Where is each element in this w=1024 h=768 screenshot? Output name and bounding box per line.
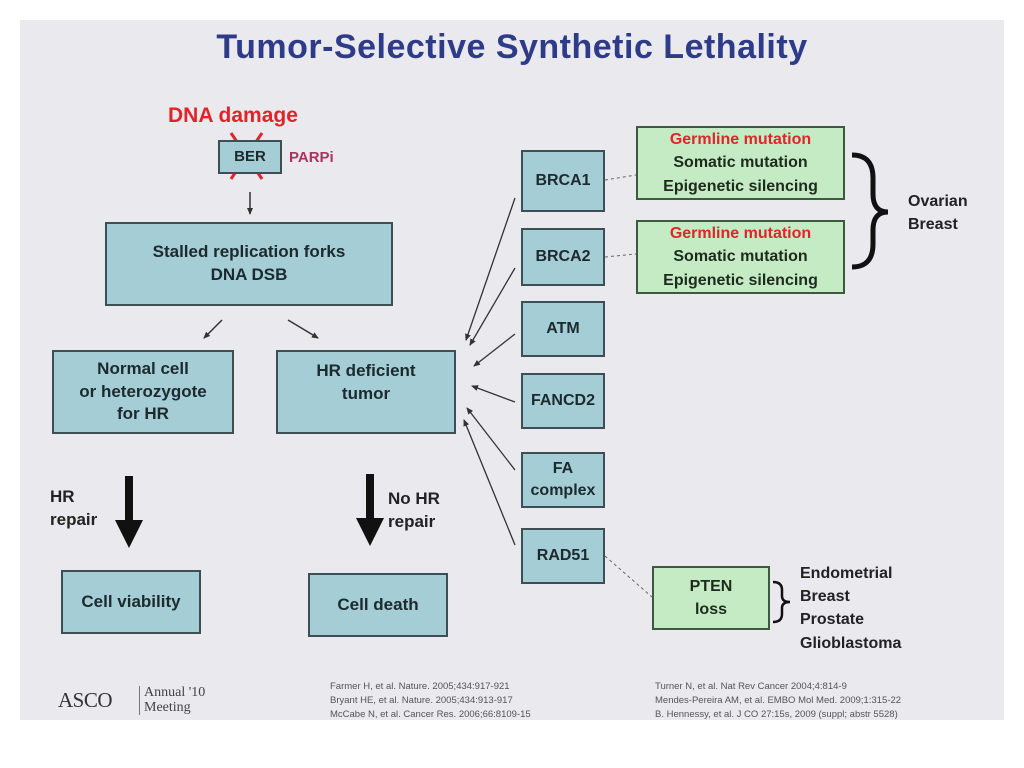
- ref-left-3: McCabe N, et al. Cancer Res. 2006;66:810…: [330, 708, 531, 720]
- arrow-fa-to-tumor: [466, 407, 516, 471]
- cell-death-label: Cell death: [337, 594, 419, 614]
- stalled-line-1: Stalled replication forks: [152, 242, 346, 262]
- hr-repair-line-2: repair: [50, 509, 98, 529]
- hr-deficient-tumor-box: HR deficient tumor: [276, 350, 456, 434]
- ref-left-2: Bryant HE, et al. Nature. 2005;434:913-9…: [330, 694, 513, 706]
- pten-loss-box: PTEN loss: [652, 566, 770, 630]
- dotted-brca1-mutation: [604, 174, 637, 181]
- mutation-box-brca2: Germline mutation Somatic mutation Epige…: [636, 220, 845, 294]
- gene-box-atm: ATM: [521, 301, 605, 357]
- cancer-prostate: Prostate: [800, 611, 865, 629]
- gene-box-fa-complex: FA complex: [521, 452, 605, 508]
- arrow-brca2-to-tumor: [469, 267, 516, 346]
- thick-arrow-hr-repair: [115, 476, 143, 548]
- annual-meeting-line-2: Meeting: [144, 699, 191, 715]
- cancer-glioblastoma: Glioblastoma: [800, 634, 902, 652]
- mutation2-somatic: Somatic mutation: [673, 248, 808, 266]
- arrow-stalled-to-tumor: [287, 319, 319, 339]
- gene-box-brca1: BRCA1: [521, 150, 605, 212]
- normal-line-3: for HR: [117, 404, 169, 424]
- no-hr-repair-label: No HR repair: [388, 488, 440, 534]
- cancer-ovarian: Ovarian: [908, 193, 968, 210]
- pten-line-2: loss: [694, 601, 727, 618]
- dotted-rad51-pten: [604, 555, 653, 598]
- cell-viability-label: Cell viability: [81, 591, 181, 611]
- arrow-rad51-to-tumor: [463, 419, 516, 546]
- mutation1-germline: Germline mutation: [669, 131, 812, 149]
- tumor-line-2: tumor: [341, 383, 391, 403]
- thick-arrow-no-hr-repair: [356, 474, 384, 546]
- annual-meeting-label: Annual '10 Meeting: [139, 685, 206, 716]
- no-hr-repair-line-2: repair: [388, 511, 436, 531]
- gene-label-brca2: BRCA2: [535, 248, 591, 266]
- ref-right-1: Turner N, et al. Nat Rev Cancer 2004;4:8…: [655, 681, 847, 692]
- normal-cell-box: Normal cell or heterozygote for HR: [52, 350, 234, 434]
- dotted-brca2-mutation: [604, 253, 637, 258]
- tumor-line-1: HR deficient: [316, 361, 416, 380]
- ber-label: BER: [234, 147, 266, 165]
- gene-box-brca2: BRCA2: [521, 228, 605, 286]
- asco-logo: ASCO: [58, 688, 113, 713]
- no-hr-repair-line-1: No HR: [388, 489, 440, 508]
- curly-brace-brca: [851, 152, 889, 270]
- normal-line-2: or heterozygote: [79, 381, 207, 401]
- gene-label-brca1: BRCA1: [535, 172, 591, 190]
- dna-damage-label: DNA damage: [168, 104, 298, 127]
- stalled-forks-box: Stalled replication forks DNA DSB: [105, 222, 393, 306]
- mutation2-germline: Germline mutation: [669, 225, 812, 243]
- gene-box-rad51: RAD51: [521, 528, 605, 584]
- ref-right-2: Mendes-Pereira AM, et al. EMBO Mol Med. …: [655, 694, 902, 706]
- arrow-atm-to-tumor: [473, 333, 516, 367]
- cancer-breast: Breast: [908, 216, 958, 234]
- hr-repair-line-1: HR: [50, 487, 75, 506]
- arrow-fancd2-to-tumor: [471, 385, 516, 403]
- gene-label-fancd2: FANCD2: [530, 392, 595, 410]
- ref-right-3: B. Hennessy, et al. J CO 27:15s, 2009 (s…: [655, 708, 898, 720]
- slide-title: Tumor-Selective Synthetic Lethality: [216, 28, 808, 66]
- stalled-line-2: DNA DSB: [210, 265, 288, 284]
- pten-cancers-list: Endometrial Breast Prostate Glioblastoma: [800, 562, 901, 655]
- parpi-label: PARPi: [289, 149, 334, 166]
- gene-label-rad51: RAD51: [536, 547, 590, 565]
- references-right: Turner N, et al. Nat Rev Cancer 2004;4:8…: [655, 680, 901, 721]
- arrow-brca1-to-tumor: [465, 197, 516, 341]
- ber-box: BER: [218, 140, 282, 174]
- ref-left-1: Farmer H, et al. Nature. 2005;434:917-92…: [330, 681, 510, 692]
- pten-line-1: PTEN: [689, 577, 733, 595]
- cancer-pten-breast: Breast: [800, 588, 850, 606]
- mutation1-somatic: Somatic mutation: [673, 154, 808, 172]
- cell-viability-box: Cell viability: [61, 570, 201, 634]
- gene-label-atm: ATM: [546, 320, 580, 338]
- arrow-stalled-to-normal: [203, 319, 223, 339]
- mutation-box-brca1: Germline mutation Somatic mutation Epige…: [636, 126, 845, 200]
- gene-label-fa-complex: FA complex: [530, 460, 596, 499]
- hr-repair-label: HR repair: [50, 486, 97, 532]
- normal-line-1: Normal cell: [97, 358, 189, 378]
- asco-logo-text: ASCO: [58, 688, 113, 712]
- cancer-endometrial: Endometrial: [800, 565, 893, 582]
- mutation1-epigenetic: Epigenetic silencing: [663, 177, 818, 195]
- curly-brace-pten: [772, 580, 791, 624]
- mutation2-epigenetic: Epigenetic silencing: [663, 271, 818, 289]
- annual-meeting-line-1: Annual '10: [144, 685, 206, 700]
- cell-death-box: Cell death: [308, 573, 448, 637]
- references-left: Farmer H, et al. Nature. 2005;434:917-92…: [330, 680, 531, 721]
- brca-cancers-list: Ovarian Breast: [908, 190, 968, 236]
- gene-box-fancd2: FANCD2: [521, 373, 605, 429]
